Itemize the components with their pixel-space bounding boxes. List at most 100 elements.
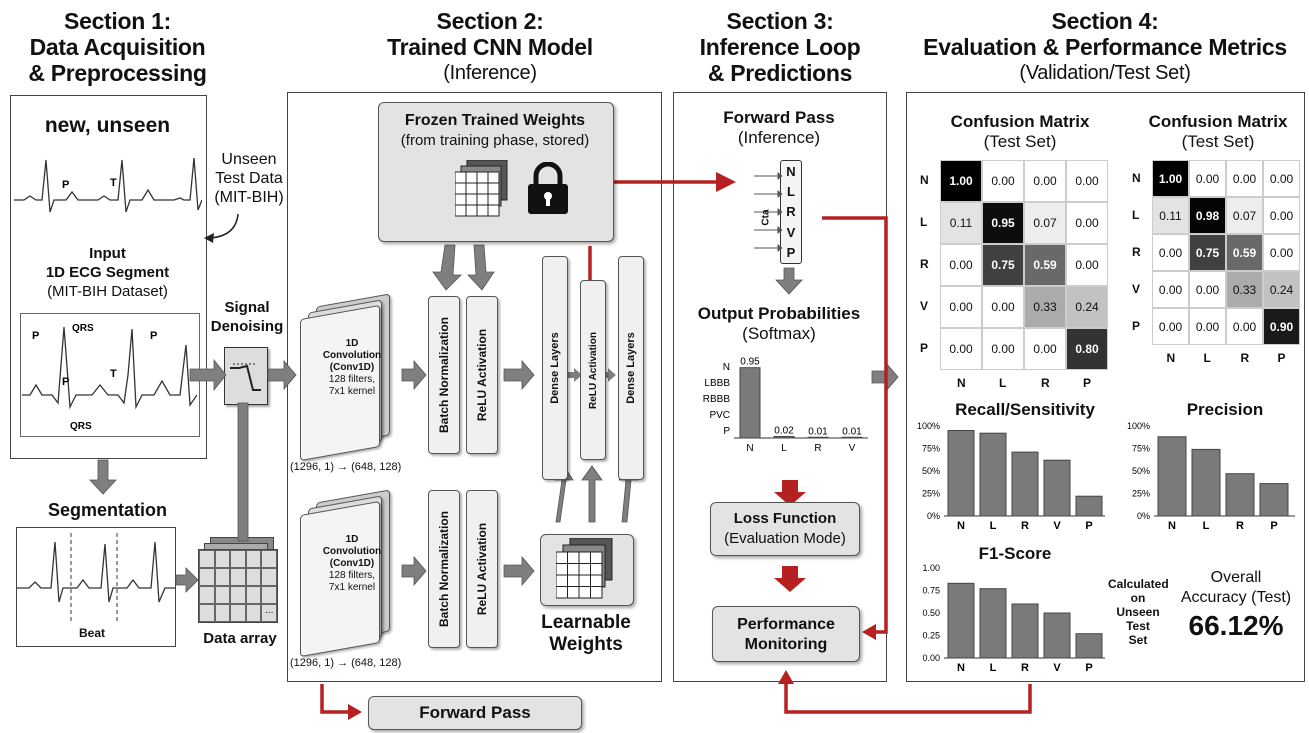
ecg-unseen-waveform: P T xyxy=(14,157,202,213)
unseen-test-data-label: Unseen Test Data (MIT-BIH) xyxy=(208,150,290,207)
section1-header: Section 1: Data Acquisition & Preprocess… xyxy=(10,8,225,86)
arrow-fp-to-output xyxy=(775,267,803,295)
cm-cell: 0.11 xyxy=(1152,197,1189,234)
red-to-forward-pass xyxy=(320,684,350,714)
ytick-label: 100% xyxy=(1127,421,1150,431)
softmax-bar xyxy=(807,436,829,439)
cm-cell: 0.11 xyxy=(940,202,982,244)
unseen-curve-arrow xyxy=(204,213,239,243)
cm-cell: 0.00 xyxy=(1226,160,1263,197)
section1-line3: & Preprocessing xyxy=(28,60,207,86)
cm-cell: 0.00 xyxy=(1189,160,1226,197)
cm-cell: 0.80 xyxy=(1066,328,1108,370)
softmax-value-label: 0.01 xyxy=(808,426,828,437)
xtick-label: P xyxy=(1270,520,1277,532)
relu-mid-label: ReLU Activation xyxy=(587,331,599,409)
relu-top: ReLU Activation xyxy=(466,296,498,454)
softmax-ylabel: RBBB xyxy=(703,394,731,405)
softmax-bar xyxy=(841,436,863,439)
bar xyxy=(1011,451,1039,517)
cm-cell: 0.59 xyxy=(1024,244,1066,286)
arrow-conv-to-bn-top xyxy=(401,359,427,391)
cm-row-label: R xyxy=(1132,244,1141,259)
input-line1: Input xyxy=(89,245,126,262)
output-class-node: N L R V P xyxy=(780,160,802,264)
red-loss-to-perf xyxy=(774,566,806,592)
bar xyxy=(1043,459,1071,517)
section4-title: Section 4: xyxy=(1051,8,1159,34)
perf-line2: Monitoring xyxy=(744,636,828,653)
input-line2: 1D ECG Segment xyxy=(45,264,170,281)
bar-denoise-to-array xyxy=(237,402,249,542)
cm-cell: 0.00 xyxy=(940,244,982,286)
conv-bot-l4: 128 filters, xyxy=(328,570,376,581)
conv-top-l5: 7x1 kernel xyxy=(328,386,376,397)
bar xyxy=(1225,473,1255,517)
cm-cell: 0.59 xyxy=(1226,234,1263,271)
cm-cell: 0.00 xyxy=(1189,271,1226,308)
cm-cell: 0.33 xyxy=(1024,286,1066,328)
cm-row-label: P xyxy=(1132,318,1141,333)
calc-l4: Set xyxy=(1128,633,1148,647)
segmentation-box xyxy=(16,527,176,647)
ytick-label: 50% xyxy=(1132,466,1150,476)
cm-cell: 0.00 xyxy=(1226,308,1263,345)
dense-layer-2: Dense Layers xyxy=(618,256,644,480)
xtick-label: L xyxy=(1203,520,1210,532)
bar xyxy=(947,430,975,517)
ecg2-qrs-top-label: QRS xyxy=(72,323,94,334)
class-r: R xyxy=(786,204,796,220)
cm-cell: 0.98 xyxy=(1189,197,1226,234)
arrow-conv-to-bn-bottom xyxy=(401,555,427,587)
section2-line3: (Inference) xyxy=(443,62,537,84)
ecg2-p3-label: P xyxy=(62,376,69,388)
softmax-xlabel: V xyxy=(849,443,856,454)
bar xyxy=(1075,495,1103,517)
cm-cell: 0.00 xyxy=(940,328,982,370)
cm-cell: 0.07 xyxy=(1024,202,1066,244)
cm-cell: 0.00 xyxy=(1189,308,1226,345)
cm1-subtitle: (Test Set) xyxy=(983,132,1057,151)
softmax-ylabel: PVC xyxy=(709,410,730,421)
output-probabilities: Output Probabilities (Softmax) xyxy=(673,304,885,344)
arrow-denoise-to-conv xyxy=(267,359,297,391)
cm-row-label: P xyxy=(920,341,929,355)
input-label: Input 1D ECG Segment (MIT-BIH Dataset) xyxy=(10,244,205,301)
calc-l2: on Unseen xyxy=(1116,591,1160,619)
ecg2-p1-label: P xyxy=(32,330,39,342)
xtick-label: L xyxy=(990,520,997,532)
softmax-xlabel: L xyxy=(781,443,787,454)
arrow-ecg-to-denoise xyxy=(189,358,227,392)
perf-line1: Performance xyxy=(737,616,835,633)
ecg1-t-label: T xyxy=(110,177,117,189)
fp-subtitle: (Inference) xyxy=(737,128,821,147)
softmax-ylabel: LBBB xyxy=(704,378,730,389)
bar xyxy=(979,588,1007,659)
cm-cell: 0.00 xyxy=(1024,160,1066,202)
softmax-bar xyxy=(739,367,761,439)
xtick-label: P xyxy=(1085,662,1092,672)
section4-header: Section 4: Evaluation & Performance Metr… xyxy=(905,8,1305,86)
filter-icon xyxy=(224,347,268,405)
bar xyxy=(947,582,975,659)
relu-bottom: ReLU Activation xyxy=(466,490,498,648)
red-output-to-perf xyxy=(822,216,888,634)
learnable-weights-grid-icon xyxy=(556,538,613,599)
cm2-subtitle: (Test Set) xyxy=(1181,132,1255,151)
batchnorm-top: Batch Normalization xyxy=(428,296,460,454)
xtick-label: R xyxy=(1236,520,1244,532)
calculated-note: Calculated on Unseen Test Set xyxy=(1108,577,1169,647)
conv-top-l1: 1D xyxy=(345,338,359,349)
learnable-line2: Weights xyxy=(549,634,623,655)
precision-title: Precision xyxy=(1186,400,1264,419)
cm-cell: 0.00 xyxy=(1152,271,1189,308)
xtick-label: V xyxy=(1053,520,1061,532)
input-arrows-to-node xyxy=(754,172,782,252)
ytick-label: 100% xyxy=(917,421,940,431)
cm-row-label: V xyxy=(920,299,929,313)
output-title: Output Probabilities xyxy=(697,304,861,323)
section2-title: Section 2: xyxy=(436,8,544,34)
ecg2-t-label: T xyxy=(110,368,117,380)
input-line3: (MIT-BIH Dataset) xyxy=(47,283,168,300)
